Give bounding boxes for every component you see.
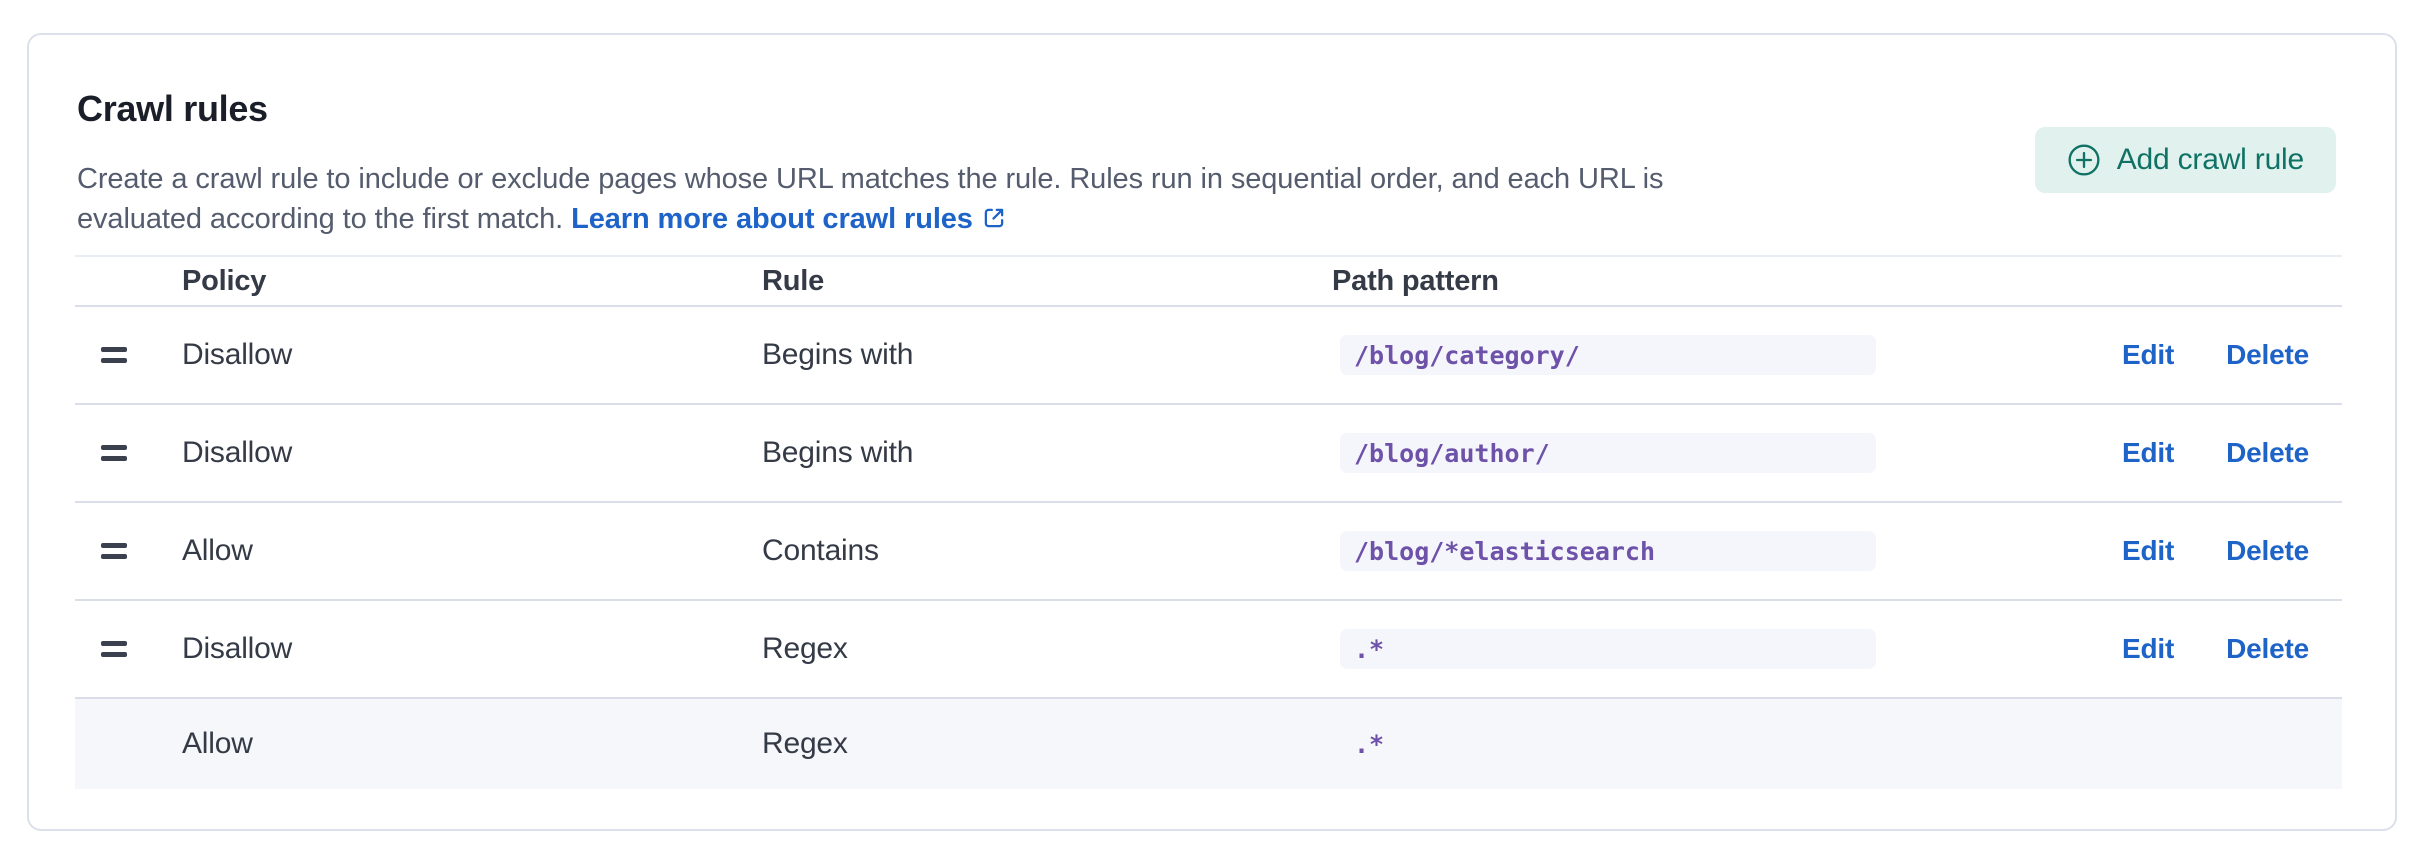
header-policy: Policy <box>182 264 267 297</box>
description-text: Create a crawl rule to include or exclud… <box>77 163 1664 235</box>
policy-cell: Allow <box>182 534 253 567</box>
path-pattern-value: /blog/category/ <box>1354 340 1580 370</box>
table-row: Disallow Begins with /blog/category/ Edi… <box>75 307 2342 405</box>
drag-handle-cell <box>75 601 170 697</box>
panel-header: Crawl rules Create a crawl rule to inclu… <box>29 87 2395 242</box>
header-rule: Rule <box>762 264 825 297</box>
edit-link[interactable]: Edit <box>2122 633 2175 664</box>
rule-cell: Begins with <box>762 338 914 371</box>
rule-cell: Regex <box>762 632 848 665</box>
path-pattern-value: .* <box>1354 730 1385 759</box>
delete-link[interactable]: Delete <box>2226 437 2309 468</box>
page-title: Crawl rules <box>77 88 268 129</box>
path-pattern-cell: /blog/author/ <box>1332 433 2122 473</box>
path-pattern-value: .* <box>1354 634 1385 664</box>
grab-handle-icon[interactable] <box>101 543 127 559</box>
crawl-rules-table-body: Disallow Begins with /blog/category/ Edi… <box>75 307 2342 789</box>
add-crawl-rule-button-label: Add crawl rule <box>2116 143 2304 176</box>
drag-handle-cell <box>75 503 170 599</box>
actions-cell: Edit Delete <box>2122 633 2349 665</box>
path-pattern-value: /blog/*elasticsearch <box>1354 536 1656 566</box>
path-pattern-cell: /blog/category/ <box>1332 335 2122 375</box>
table-row: Allow Regex .* <box>75 699 2342 789</box>
plus-in-circle-icon <box>2067 143 2101 177</box>
drag-handle-cell <box>75 405 170 501</box>
policy-cell: Disallow <box>182 338 293 371</box>
delete-link[interactable]: Delete <box>2226 535 2309 566</box>
panel-description: Create a crawl rule to include or exclud… <box>77 159 1789 242</box>
drag-handle-cell <box>75 699 170 789</box>
path-pattern-cell: /blog/*elasticsearch <box>1332 531 2122 571</box>
policy-cell: Disallow <box>182 632 293 665</box>
learn-more-link-label: Learn more about crawl rules <box>571 203 973 235</box>
crawl-rules-table: Policy Rule Path pattern Disallow Begins… <box>75 255 2342 789</box>
actions-cell: Edit Delete <box>2122 339 2349 371</box>
policy-cell: Disallow <box>182 436 293 469</box>
header-path-pattern: Path pattern <box>1332 264 1499 297</box>
grab-handle-icon[interactable] <box>101 641 127 657</box>
external-link-icon <box>981 202 1007 242</box>
grab-handle-icon[interactable] <box>101 445 127 461</box>
path-pattern-value: /blog/author/ <box>1354 438 1550 468</box>
path-pattern-box: /blog/author/ <box>1340 433 1876 473</box>
rule-cell: Contains <box>762 534 879 567</box>
delete-link[interactable]: Delete <box>2226 339 2309 370</box>
edit-link[interactable]: Edit <box>2122 535 2175 566</box>
rule-cell: Begins with <box>762 436 914 469</box>
drag-handle-cell <box>75 307 170 403</box>
path-pattern-box: /blog/category/ <box>1340 335 1876 375</box>
rule-cell: Regex <box>762 727 848 760</box>
table-row: Allow Contains /blog/*elasticsearch Edit… <box>75 503 2342 601</box>
path-pattern-cell: .* <box>1332 727 2122 761</box>
path-pattern-box: .* <box>1340 629 1876 669</box>
table-row: Disallow Regex .* Edit Delete <box>75 601 2342 699</box>
table-header-row: Policy Rule Path pattern <box>75 255 2342 307</box>
edit-link[interactable]: Edit <box>2122 339 2175 370</box>
learn-more-link[interactable]: Learn more about crawl rules <box>571 203 1007 235</box>
crawl-rules-panel: Crawl rules Create a crawl rule to inclu… <box>27 33 2397 831</box>
delete-link[interactable]: Delete <box>2226 633 2309 664</box>
path-pattern-cell: .* <box>1332 629 2122 669</box>
add-crawl-rule-button[interactable]: Add crawl rule <box>2034 127 2336 193</box>
path-pattern-box: /blog/*elasticsearch <box>1340 531 1876 571</box>
table-row: Disallow Begins with /blog/author/ Edit … <box>75 405 2342 503</box>
policy-cell: Allow <box>182 727 253 760</box>
edit-link[interactable]: Edit <box>2122 437 2175 468</box>
actions-cell: Edit Delete <box>2122 535 2349 567</box>
actions-cell: Edit Delete <box>2122 437 2349 469</box>
grab-handle-icon[interactable] <box>101 347 127 363</box>
